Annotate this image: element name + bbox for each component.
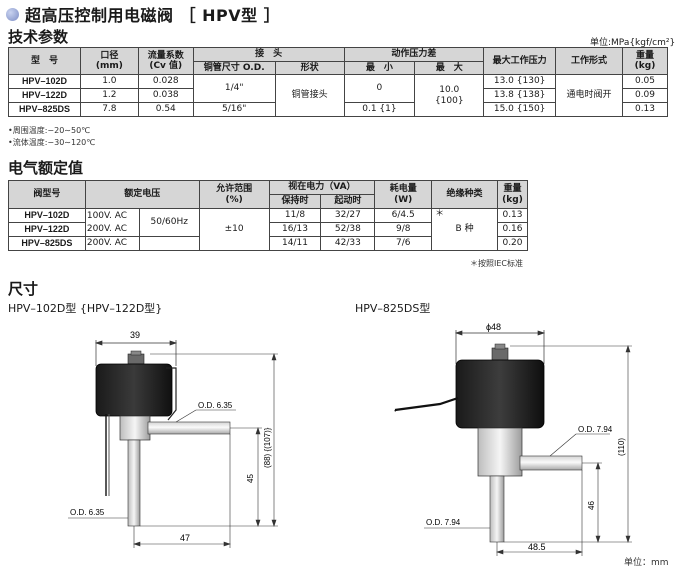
shape-cell: 铜管接头 [274, 74, 345, 117]
iec-footnote: ＊按照IEC标准 [470, 259, 523, 268]
outlet-pipe [147, 421, 231, 435]
th-weight: 重量(kg) [622, 47, 668, 75]
table-row: HPV–102D 100V. AC 50/60Hz ±10 11/8 32/27… [8, 208, 529, 251]
electrical-table: 阀型号 额定电压 允许范围(%) 视在电力（VA） 耗电量(W) 绝缘种类 重量… [8, 180, 529, 251]
top-nut [491, 347, 509, 361]
max-cell: 10.0{100} [414, 74, 485, 117]
mode-cell: 通电时阀开 [555, 74, 623, 117]
th-el-model: 阀型号 [8, 180, 86, 209]
min-small: 0 [343, 74, 416, 103]
frequency-cell: 50/60Hz [138, 208, 200, 237]
left-drawing-label: HPV–102D型 {HPV–122D型} [8, 302, 163, 315]
th-orifice: 口径(mm) [79, 47, 139, 75]
dim-diameter-label: ϕ48 [486, 322, 501, 332]
bullet-icon [6, 7, 19, 21]
table-row: HPV–102D 1.0 0.028 1/4" 铜管接头 0 10.0{100}… [8, 74, 668, 117]
th-cv: 流量系数(Cv 值) [137, 47, 194, 75]
th-inrush: 起动时 [320, 194, 376, 209]
dim-width [94, 340, 178, 366]
spec-section-title: 技术参数 [8, 28, 69, 46]
right-valve-drawing: ϕ48 O.D. 7.94 O.D. 7.94 46 (110) 48.5 [394, 322, 632, 556]
asterisk-mark: ＊ [435, 209, 445, 219]
dim-length-label: 48.5 [528, 542, 546, 552]
dim-unit-note: 单位：mm [624, 558, 669, 568]
valve-body [119, 415, 151, 441]
dimensions-section-title: 尺寸 [8, 280, 39, 298]
th-shape: 形状 [274, 61, 345, 75]
outlet-pipe [519, 455, 583, 471]
top-nut [127, 353, 145, 365]
od-top-label: O.D. 6.35 [198, 401, 233, 410]
th-mopd: 动作压力差 [343, 47, 485, 62]
th-voltage: 额定电压 [84, 180, 200, 209]
dim-length-label: 47 [180, 533, 190, 543]
right-drawing-label: HPV–825DS型 [355, 302, 431, 315]
th-model: 型 号 [8, 47, 81, 75]
inlet-pipe [489, 475, 505, 543]
dim-height-label: (88) {(107)} [263, 427, 272, 468]
th-tolerance: 允许范围(%) [198, 180, 270, 209]
dim-height-label: (110) [617, 438, 626, 456]
th-mode: 工作形式 [555, 47, 623, 75]
electrical-section-title: 电气额定值 [8, 159, 84, 177]
valve-body [477, 427, 523, 477]
od-bottom-label: O.D. 7.94 [426, 518, 461, 527]
table-row: HPV–825DS 200V. AC 14/11 42/33 7/6 0.20 [8, 236, 529, 251]
pipe-size-large: 5/16" [192, 102, 276, 117]
spec-unit-note: 单位:MPa{kgf/cm²} [590, 38, 676, 48]
dim-stem-label: 46 [587, 501, 596, 510]
tolerance-cell: ±10 [198, 208, 270, 251]
table-row: HPV–122D 200V. AC 16/13 52/38 9/8 0.16 [8, 222, 529, 237]
inlet-pipe [127, 439, 141, 527]
pipe-size-small: 1/4" [192, 74, 276, 103]
dim-stem-label: 45 [246, 474, 255, 483]
insulation-cell: ＊ B 种 [431, 208, 498, 251]
min-large: 0.1 {1} [343, 102, 416, 117]
page-title: 超高压控制用电磁阀 ［ HPV型 ］ [25, 6, 281, 25]
th-max: 最 大 [414, 61, 485, 75]
th-min: 最 小 [343, 61, 416, 75]
th-mwp: 最大工作压力 [483, 47, 557, 75]
dim-width-label: 39 [130, 330, 140, 340]
od-top-label: O.D. 7.94 [578, 425, 613, 434]
th-pipe-size: 铜管尺寸 O.D. [192, 61, 276, 75]
coil-body [95, 363, 173, 417]
left-valve-drawing: 39 O.D. 6.35 O.D. 6.35 45 (88) {(107)} 4… [68, 330, 278, 548]
th-el-weight: 重量(kg) [496, 180, 529, 209]
spec-table: 型 号 口径(mm) 流量系数(Cv 值) 接 头 动作压力差 最大工作压力 工… [8, 47, 668, 117]
page-header: 超高压控制用电磁阀 ［ HPV型 ］ [6, 4, 281, 25]
coil-body [455, 359, 545, 429]
th-insulation: 绝缘种类 [431, 180, 498, 209]
od-bottom-label: O.D. 6.35 [70, 508, 105, 517]
table-row: HPV–825DS 7.8 0.54 5/16" 0.1 {1} 15.0 {1… [8, 102, 668, 117]
th-connection: 接 头 [192, 47, 345, 62]
th-power: 耗电量(W) [374, 180, 433, 209]
spec-notes: •周围温度:−20∼50℃ •流体温度:−30∼120℃ [8, 126, 96, 147]
th-apparent-power: 视在电力（VA） [268, 180, 376, 195]
th-holding: 保持时 [268, 194, 322, 209]
